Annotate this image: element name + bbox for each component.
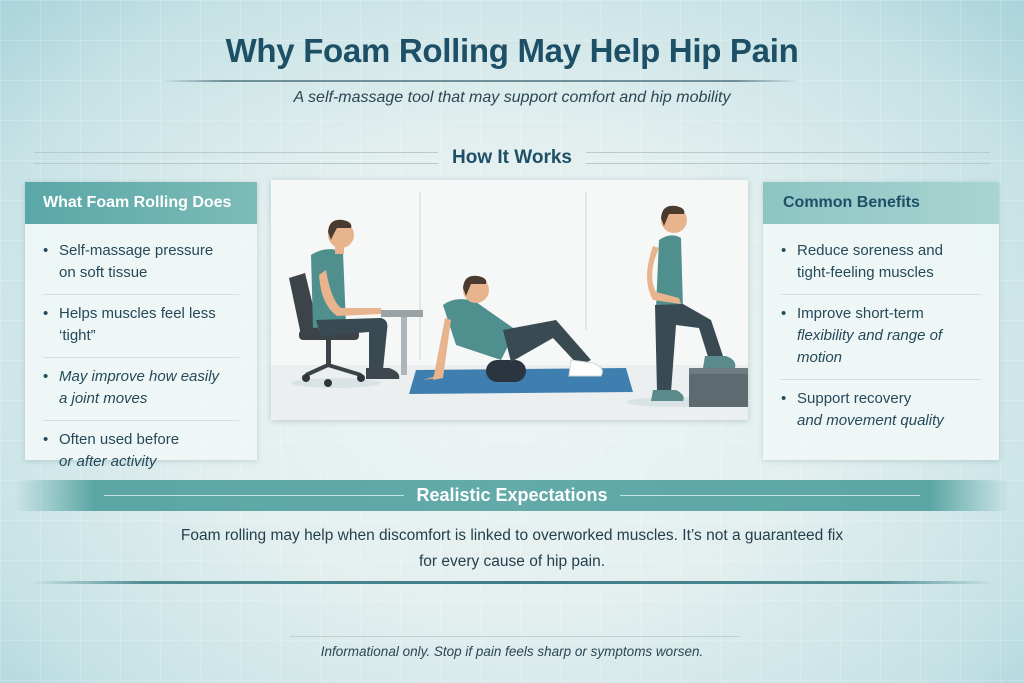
list-item-line: or after activity bbox=[59, 453, 157, 470]
list-item: Improve short-term flexibility and range… bbox=[781, 295, 981, 380]
footer-divider bbox=[290, 636, 740, 637]
title-divider bbox=[160, 80, 800, 82]
illustration-scenes-icon bbox=[271, 192, 748, 420]
list-item-line: a joint moves bbox=[59, 390, 148, 407]
expectations-text: Foam rolling may help when discomfort is… bbox=[150, 523, 874, 575]
list-item: Helps muscles feel less ‘tight” bbox=[43, 295, 239, 358]
page-title: Why Foam Rolling May Help Hip Pain bbox=[225, 32, 799, 69]
what-foam-rolling-does-panel: What Foam Rolling Does Self-massage pres… bbox=[25, 182, 257, 470]
list-item-line: Improve short-term bbox=[797, 305, 924, 322]
footer-disclaimer: Informational only. Stop if pain feels s… bbox=[320, 644, 704, 659]
banner-rule-left bbox=[104, 495, 405, 496]
realistic-expectations-heading: Realistic Expectations bbox=[416, 485, 608, 505]
list-item-line: Self-massage pressure bbox=[59, 242, 214, 259]
sitting-person-icon bbox=[289, 219, 423, 388]
foam-rolling-person-icon bbox=[409, 275, 633, 394]
banner-rule-right bbox=[619, 495, 921, 496]
list-item-line: on soft tissue bbox=[59, 264, 148, 281]
how-it-works-label: How It Works bbox=[452, 147, 572, 168]
panel-title: Common Benefits bbox=[763, 182, 999, 224]
list-item-line: tight-feeling muscles bbox=[797, 264, 934, 281]
list-item: Reduce soreness and tight-feeling muscle… bbox=[781, 232, 981, 295]
page-subtitle: A self-massage tool that may support com… bbox=[293, 89, 731, 106]
heading-rule-right bbox=[586, 152, 990, 164]
list-item-line: May improve how easily bbox=[59, 368, 220, 385]
expectations-line: for every cause of hip pain. bbox=[418, 553, 606, 570]
list-item-line: flexibility and range of motion bbox=[797, 327, 943, 366]
list-item-line: Support recovery bbox=[797, 390, 912, 407]
list-item: Support recovery and movement quality bbox=[781, 380, 981, 442]
common-benefits-panel: Common Benefits Reduce soreness and tigh… bbox=[763, 182, 999, 460]
how-it-works-heading: How It Works bbox=[0, 146, 1024, 170]
list-item-line: Often used before bbox=[59, 431, 180, 448]
list-item-line: and movement quality bbox=[797, 412, 944, 429]
list-item: May improve how easily a joint moves bbox=[43, 358, 239, 421]
benefits-list: Reduce soreness and tight-feeling muscle… bbox=[763, 224, 999, 442]
list-item-line: Reduce soreness and bbox=[797, 242, 943, 259]
list-item: Self-massage pressure on soft tissue bbox=[43, 232, 239, 295]
standing-step-person-icon bbox=[626, 205, 748, 407]
expectations-line: Foam rolling may help when discomfort is… bbox=[180, 527, 844, 544]
heading-rule-left bbox=[34, 152, 438, 164]
panel-title: What Foam Rolling Does bbox=[25, 182, 257, 224]
list-item: Often used before or after activity bbox=[43, 421, 239, 483]
foam-rolling-illustration bbox=[271, 180, 748, 420]
expectations-divider bbox=[30, 581, 994, 584]
list-item-line: Helps muscles feel less ‘tight” bbox=[59, 305, 216, 344]
realistic-expectations-banner: Realistic Expectations bbox=[14, 480, 1010, 511]
what-it-does-list: Self-massage pressure on soft tissue Hel… bbox=[25, 224, 257, 483]
